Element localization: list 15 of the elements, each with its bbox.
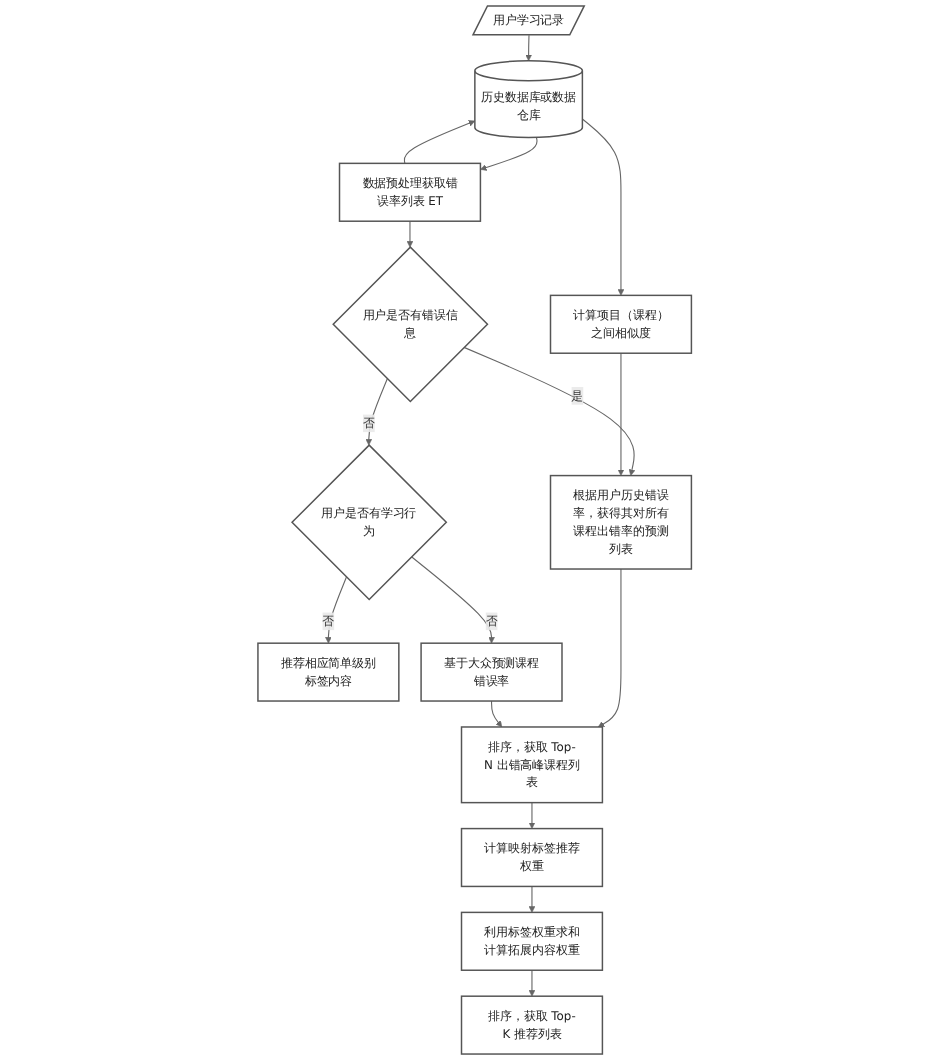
arrow <box>528 885 535 913</box>
arrow <box>410 556 495 644</box>
arrow <box>462 346 635 476</box>
arrow <box>597 568 621 728</box>
arrow <box>403 120 475 164</box>
arrow <box>528 802 535 829</box>
arrow <box>528 969 535 997</box>
arrow <box>524 34 532 62</box>
arrow <box>406 220 413 248</box>
arrow <box>581 118 624 296</box>
arrow <box>617 352 624 476</box>
arrow <box>490 700 502 728</box>
arrow <box>479 136 537 171</box>
arrow <box>364 378 388 446</box>
arrow <box>324 576 347 644</box>
